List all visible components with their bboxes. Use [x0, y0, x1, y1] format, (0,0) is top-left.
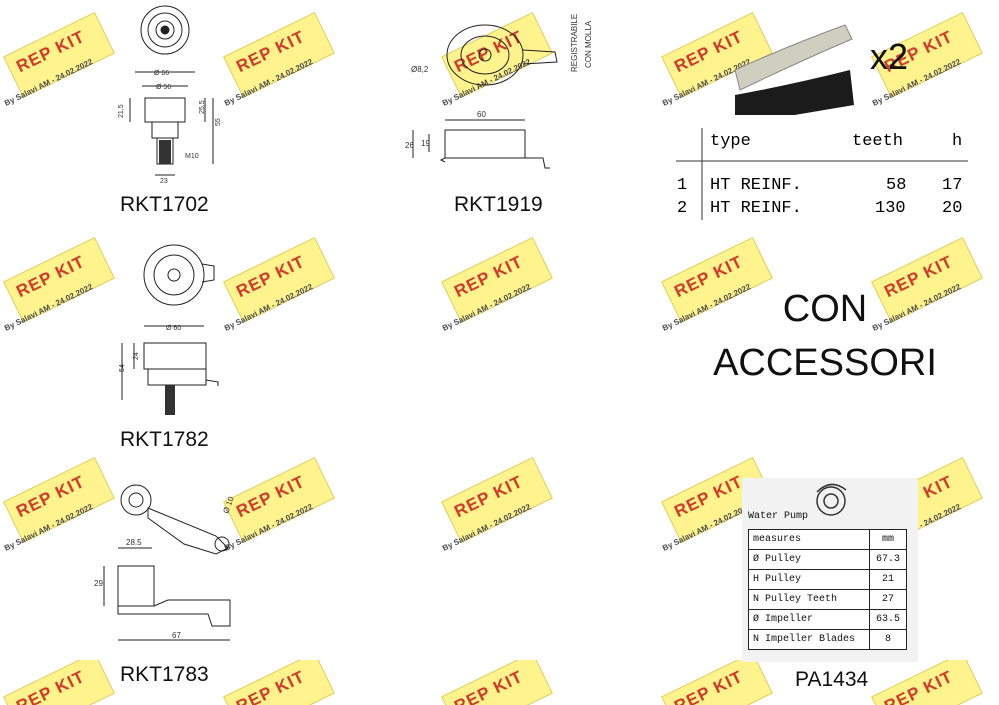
belt-row-type: HT REINF.: [710, 176, 802, 195]
dim-dia: Ø8,2: [411, 65, 429, 74]
part-code-pa1434: PA1434: [795, 668, 869, 691]
idler-arm: [147, 507, 229, 555]
belt-row-teeth: 58: [886, 176, 907, 195]
pump-header-key: measures: [748, 529, 870, 550]
accessories-line2: ACCESSORI: [713, 342, 937, 384]
table-row: N Impeller Blades 8: [748, 629, 907, 650]
thread-stud: [159, 140, 171, 164]
pulley-bearing: [155, 20, 175, 40]
dim-h3: 55: [215, 118, 222, 126]
rkt1782-drawing: Ø 60 24 54: [119, 244, 219, 415]
tensioner-outer: [446, 24, 524, 86]
tensioner-inner: [153, 254, 195, 296]
table-row: Ø Pulley 67.3: [748, 549, 907, 570]
water-pump-icon: [816, 483, 847, 516]
timing-belt-image: [734, 24, 854, 115]
pump-key: H Pulley: [748, 569, 870, 590]
pulley-flange: [151, 121, 179, 139]
pump-key: N Pulley Teeth: [748, 589, 870, 610]
dim-h2: 19: [421, 139, 430, 148]
dim-h1: 24: [133, 352, 140, 360]
tensioner-hub: [478, 48, 492, 62]
belt-row-teeth: 130: [875, 199, 906, 218]
pulley-outer-ring: [140, 5, 190, 55]
thread-stud: [165, 385, 175, 415]
pump-val: 67.3: [869, 549, 907, 570]
watermark: REP KIT: [868, 660, 998, 705]
pump-val: 21: [869, 569, 907, 590]
dim-h1: 29: [94, 579, 103, 588]
dim-width: 60: [477, 110, 486, 119]
part-code-rkt1919: RKT1919: [454, 193, 543, 216]
belt-row-h: 17: [942, 176, 963, 195]
table-row: Ø Impeller 63.5: [748, 609, 907, 630]
tensioner-body: [143, 342, 207, 370]
tensioner-base: [147, 368, 207, 386]
watermark: REP KIT: [220, 660, 350, 705]
tensioner-outer: [143, 244, 205, 306]
idler-arm-eye: [120, 484, 152, 516]
belt-row-n: 2: [677, 199, 688, 218]
accessories-line1: CON: [782, 288, 868, 330]
watermark: REP KIT: [658, 660, 788, 705]
pump-val: 63.5: [869, 609, 907, 630]
note-registrabile: REGISTRABILE: [570, 14, 579, 72]
tensioner-hub: [167, 268, 181, 282]
dim-d2: Ø 56: [156, 84, 171, 91]
pump-key: Ø Impeller: [748, 609, 870, 630]
note-con-molla: CON MOLLA: [584, 20, 593, 68]
table-row: N Pulley Teeth 27: [748, 589, 907, 610]
tensioner-body: [444, 129, 526, 159]
table-row: measures mm: [748, 529, 907, 550]
pump-val: 8: [869, 629, 907, 650]
dim-d1: Ø 66: [154, 70, 169, 77]
belt-header-teeth: teeth: [852, 132, 904, 151]
pump-header-val: mm: [869, 529, 907, 550]
dim-thread: M10: [185, 153, 199, 160]
pump-val: 27: [869, 589, 907, 610]
rkt1919-drawing: Ø8,2 REGISTRABILE CON MOLLA 60 26 19: [405, 14, 593, 169]
dim-w2: 67: [172, 631, 181, 640]
rkt1783-drawing: 28.5 29 67 Ø 10: [94, 484, 236, 641]
belt-header-h: h: [952, 132, 963, 151]
belt-header-type: type: [710, 132, 751, 151]
pulley-inner-ring: [147, 12, 183, 48]
water-pump-table: measures mm Ø Pulley 67.3 H Pulley 21 N …: [748, 529, 907, 650]
dim-dia: Ø 10: [221, 495, 236, 515]
part-code-rkt1782: RKT1782: [120, 428, 209, 451]
belt-table-lines: [676, 128, 968, 220]
table-row: H Pulley 21: [748, 569, 907, 590]
pump-key: N Impeller Blades: [748, 629, 870, 650]
dim-h2: 25,5: [199, 100, 206, 114]
watermark: REP KIT: [0, 660, 130, 705]
tensioner-inner: [460, 35, 510, 75]
accessories-note: CON ACCESSORI: [705, 282, 945, 390]
dim-h1: 21,5: [118, 104, 125, 118]
rkt1702-drawing: Ø 66 Ø 56 21,5 25,5 55 M10 23: [118, 5, 222, 185]
belt-multiplier: x2: [870, 36, 909, 77]
idler-arm-hole: [128, 492, 144, 508]
water-pump-card: Water Pump measures mm Ø Pulley 67.3 H P…: [742, 478, 918, 662]
watermark: REP KIT: [438, 660, 568, 705]
pump-key: Ø Pulley: [748, 549, 870, 570]
part-code-rkt1702: RKT1702: [120, 193, 209, 216]
idler-block: [117, 565, 155, 607]
part-code-rkt1783: RKT1783: [120, 663, 209, 686]
belt-row-n: 1: [677, 176, 688, 195]
pulley-body: [144, 97, 186, 123]
water-pump-title: Water Pump: [748, 511, 809, 522]
pulley-hub: [160, 25, 170, 35]
dim-h1: 26: [405, 141, 414, 150]
belt-row-h: 20: [942, 199, 963, 218]
dim-width: 23: [160, 178, 168, 185]
dim-dia: Ø 60: [166, 325, 181, 332]
dim-w1: 28.5: [126, 538, 142, 547]
belt-row-type: HT REINF.: [710, 199, 802, 218]
dim-h2: 54: [119, 364, 126, 372]
